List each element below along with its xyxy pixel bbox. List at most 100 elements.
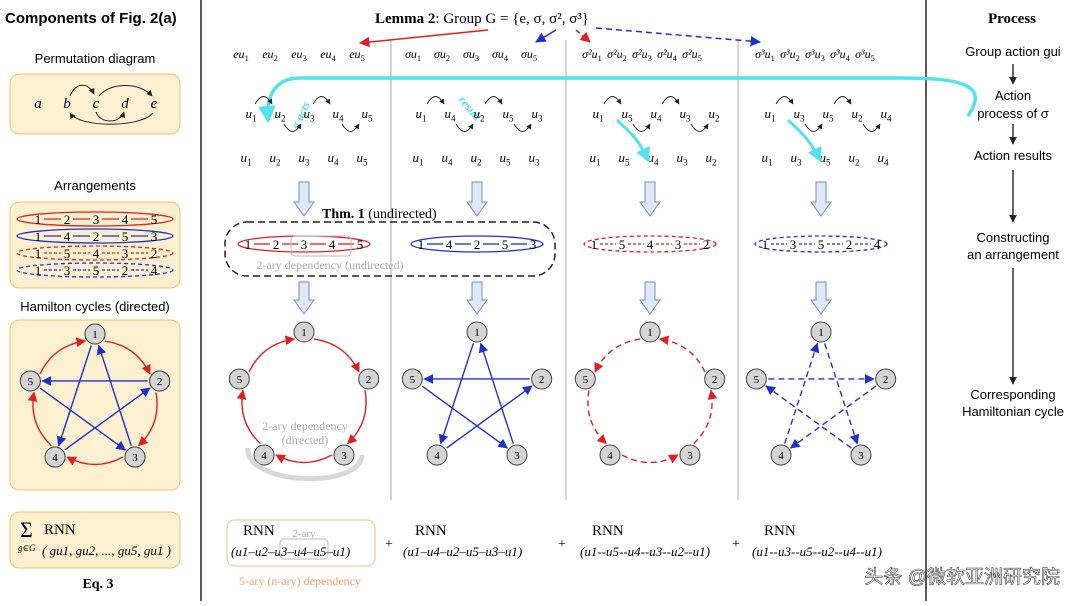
col2-node-5 (574, 368, 596, 390)
process-step-text-1-0: Action (995, 88, 1031, 103)
result-label-0-2: u3 (298, 150, 310, 167)
col1-node-label-1: 1 (474, 327, 480, 339)
perm-label-1-0: u1 (415, 106, 426, 123)
col1-node-label-3: 3 (514, 450, 520, 462)
col1-node-4 (426, 444, 448, 466)
arrangement-node-2-2: 2 (151, 246, 158, 261)
perm-label-0-2: u3 (303, 106, 315, 123)
rnn-sequence-3: (u1--u3--u5--u2--u4--u1) (752, 544, 882, 559)
result-label-3-2: u5 (819, 150, 831, 167)
col2-node-1 (639, 321, 661, 343)
lemma-arrow-sigma (535, 29, 557, 43)
group-label-0-4: eu5 (349, 47, 365, 63)
result-label-3-0: u1 (761, 150, 772, 167)
perm-label-1-3: u5 (502, 106, 514, 123)
column-arrangement-node-2-2: 2 (703, 237, 710, 252)
left-blue-node-label-4: 4 (52, 452, 58, 464)
col3-node-3 (850, 444, 872, 466)
equation-args: ( gu1, gu2, ..., gu5, gu1 ) (42, 543, 171, 558)
permutation-panel (9, 73, 181, 135)
down-arrow-2-3 (810, 281, 832, 315)
hamilton-label: Hamilton cycles (directed) (20, 299, 170, 314)
col0-node-2 (358, 368, 380, 390)
result-label-2-3: u3 (676, 150, 688, 167)
perm-label-3-4: u4 (880, 106, 892, 123)
col3-edge-1-3 (824, 343, 860, 445)
column-arrangement-node-0-2: 2 (273, 237, 280, 252)
process-step-text-0-0: Group action gui (965, 44, 1061, 59)
arrangement-node-0-1: 1 (35, 212, 42, 227)
process-title: Process (988, 11, 1036, 27)
column-arrangement-node-1-1: 1 (418, 237, 425, 252)
cyan-small-arrow-1 (786, 118, 822, 163)
perm-label-0-1: u2 (274, 106, 286, 123)
group-label-1-2: σu3 (463, 47, 479, 63)
left-blue-edge-5-3 (39, 387, 127, 451)
process-step-text-2-0: Action results (974, 148, 1053, 163)
swap-arc-bot-1-1 (455, 123, 474, 132)
group-label-2-0: σ²u1 (582, 47, 602, 63)
group-label-2-1: σ²u2 (607, 47, 627, 63)
arrangement-loop-0 (16, 211, 174, 227)
col1-edge-4-2 (446, 385, 533, 449)
components-title: Components of Fig. 2(a) (5, 10, 177, 27)
perm-label-2-0: u1 (592, 106, 603, 123)
col1-node-label-5: 5 (410, 374, 416, 386)
swap-arc-bot-1-3 (513, 123, 532, 132)
result-label-2-0: u1 (589, 150, 600, 167)
swap-arc-top-1-0 (426, 96, 445, 105)
column-arrangement-node-2-5: 5 (619, 237, 626, 252)
result-label-2-4: u2 (705, 150, 717, 167)
swap-arc-bot-2-3 (690, 123, 709, 132)
group-label-3-0: σ³u1 (755, 47, 775, 63)
left-blue-node-3 (124, 446, 146, 468)
col2-node-label-1: 1 (647, 327, 653, 339)
dep-highlight-box (290, 235, 352, 257)
col1-node-label-4: 4 (434, 450, 440, 462)
col3-node-label-5: 5 (754, 374, 760, 386)
dep-directed-arc (245, 447, 365, 482)
column-arrangement-node-0-1: 1 (245, 237, 252, 252)
col3-edge-4-1 (784, 342, 820, 444)
column-arrangement-node-3-2: 2 (846, 237, 853, 252)
left-red-edge-5-1 (39, 337, 87, 375)
column-arrangement-node-1-3: 3 (530, 237, 537, 252)
down-arrow-2-0 (293, 281, 315, 315)
left-red-edge-2-3 (137, 392, 158, 447)
rnn-label-1: RNN (415, 523, 447, 539)
arrangement-node-0-3: 3 (93, 212, 100, 227)
perm-arc-c-d (95, 111, 126, 122)
left-blue-edge-1-4 (56, 345, 92, 447)
perm-letter-c: c (93, 96, 100, 112)
result-label-1-0: u1 (412, 150, 423, 167)
process-step-text-4-1: Hamiltonian cycle (962, 404, 1064, 419)
col1-node-3 (506, 444, 528, 466)
col3-node-4 (770, 444, 792, 466)
arrangement-node-2-4: 4 (93, 246, 100, 261)
column-arrangement-loop-2 (583, 235, 717, 253)
col1-node-1 (466, 321, 488, 343)
left-blue-edge-3-1 (96, 344, 132, 446)
perm-label-2-3: u3 (679, 106, 691, 123)
arrangement-node-3-2: 2 (122, 263, 129, 278)
arrangement-node-2-3: 3 (122, 246, 129, 261)
col3-node-label-3: 3 (858, 450, 864, 462)
plus-3: + (732, 537, 740, 552)
col2-node-2 (704, 368, 726, 390)
down-arrow-1-1 (466, 181, 488, 217)
group-label-3-4: σ³u5 (855, 47, 875, 63)
cyan-action-loop (258, 76, 977, 124)
result-label-0-0: u1 (240, 150, 251, 167)
group-label-0-3: eu4 (320, 47, 336, 63)
perm-letter-b: b (63, 96, 71, 112)
swap-arc-bot-3-3 (862, 123, 881, 132)
arrangement-node-0-5: 5 (151, 212, 158, 227)
col3-edge-3-5 (765, 385, 852, 449)
swap-arc-bot-2-1 (632, 123, 651, 132)
group-label-0-1: eu2 (262, 47, 278, 63)
